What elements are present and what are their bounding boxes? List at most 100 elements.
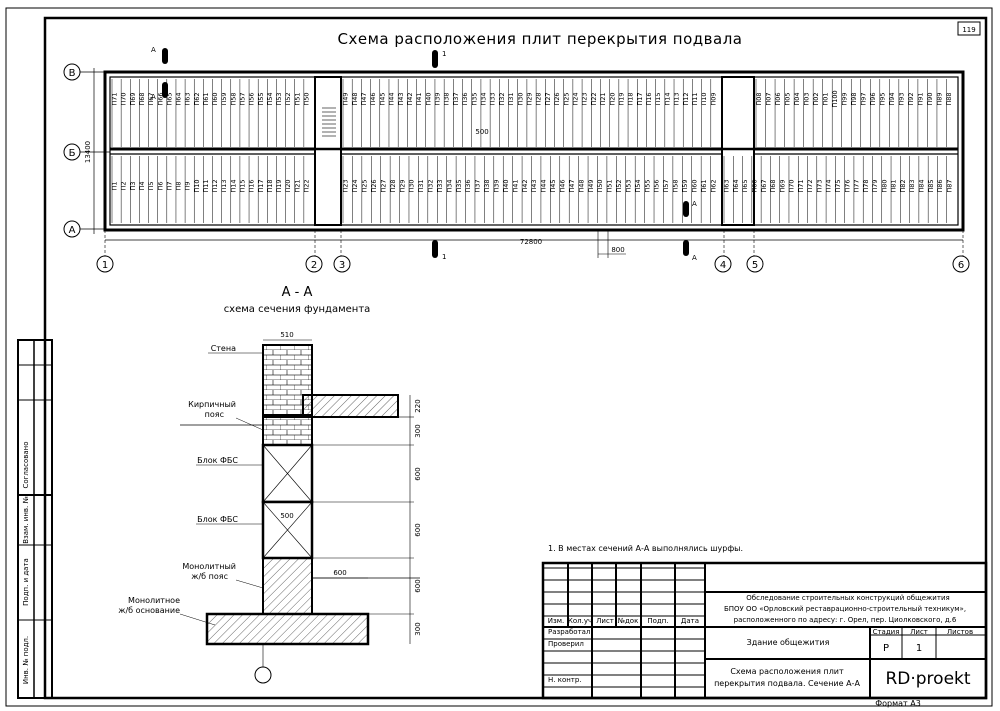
top-slab-label: П56	[248, 92, 256, 105]
bottom-slab-label: П12	[211, 179, 219, 192]
stamp-role-nkontr: Н. контр.	[548, 676, 582, 684]
top-slab-label: П02	[812, 92, 820, 105]
stamp-h-doc: №док	[618, 617, 639, 625]
bottom-slab-label: П37	[474, 179, 482, 192]
top-slab-label: П20	[608, 92, 616, 105]
top-slab-label: П44	[388, 92, 396, 105]
bottom-slab-label: П67	[760, 179, 768, 192]
top-slab-label: П31	[507, 92, 515, 105]
bottom-slab-label: П44	[540, 179, 548, 192]
top-slab-label: П69	[129, 92, 137, 105]
page-number-box	[957, 21, 981, 36]
cut-a-top: А	[151, 46, 156, 54]
bottom-slab-label: П74	[825, 179, 833, 192]
bottom-slab-label: П36	[464, 179, 472, 192]
top-slab-label: П58	[229, 92, 237, 105]
dim-510: 510	[280, 331, 293, 339]
top-slab-label: П98	[850, 92, 858, 105]
top-slab-label: П49	[342, 92, 350, 105]
label-mono-base-2: ж/б основание	[118, 606, 180, 615]
bottom-slab-label: П18	[266, 179, 274, 192]
top-slab-label: П39	[434, 92, 442, 105]
bottom-slab-label: П78	[862, 179, 870, 192]
bottom-slab-label: П43	[530, 179, 538, 192]
stamp-drawing-1: Схема расположения плит	[730, 667, 844, 676]
bottom-slab-label: П64	[732, 179, 740, 192]
top-slab-label: П70	[120, 92, 128, 105]
bottom-slab-label: П73	[815, 179, 823, 192]
bottom-slab-label: П25	[361, 179, 369, 192]
bottom-slab-label: П69	[778, 179, 786, 192]
top-slab-label: П10	[700, 92, 708, 105]
company-logo: RD·proekt	[885, 669, 970, 689]
top-slab-label: П67	[147, 92, 155, 105]
bottom-slab-label: П34	[445, 179, 453, 192]
bottom-slab-label: П61	[700, 179, 708, 192]
bottom-slab-label: П31	[417, 179, 425, 192]
top-slab-label: П33	[489, 92, 497, 105]
top-slab-label: П65	[165, 92, 173, 105]
stamp-drawing-2: перекрытия подвала. Сечение А-А	[714, 679, 860, 688]
bottom-slab-label: П27	[379, 179, 387, 192]
top-slab-label: П91	[917, 92, 925, 105]
column-axes: 72800 1 2 3 4 5 6 800 500	[96, 128, 970, 273]
top-slab-label: П54	[266, 92, 274, 105]
top-slab-label: П68	[138, 92, 146, 105]
cut-a-bottom: А	[692, 254, 697, 262]
bottom-slab-label: П9	[184, 181, 192, 190]
bottom-slab-label: П53	[624, 179, 632, 192]
cut-markers: 1 1 А А А А	[151, 46, 697, 262]
dim-600-2: 600	[414, 523, 422, 536]
top-slab-label: П34	[480, 92, 488, 105]
bottom-slab-label: П79	[871, 179, 879, 192]
bottom-slab-label: П11	[202, 179, 210, 192]
top-slab-label: П97	[860, 92, 868, 105]
top-slab-label: П06	[774, 92, 782, 105]
top-slab-label: П61	[202, 92, 210, 105]
top-slab-label: П13	[673, 92, 681, 105]
top-slab-label: П11	[691, 92, 699, 105]
section-subtitle: схема сечения фундамента	[224, 304, 371, 315]
bottom-slab-label: П10	[193, 179, 201, 192]
top-slab-label: П29	[526, 92, 534, 105]
stamp-role-check: Проверил	[548, 640, 584, 648]
bottom-slab-label: П4	[138, 181, 146, 190]
bottom-slab-label: П20	[284, 179, 292, 192]
bottom-slab-label: П3	[129, 181, 137, 190]
stamp-stage-h: Стадия	[873, 628, 900, 636]
dim-500: 500	[475, 128, 488, 136]
bottom-slab-label: П70	[788, 179, 796, 192]
top-slab-label: П46	[369, 92, 377, 105]
label-mono-belt-2: ж/б пояс	[191, 572, 228, 581]
bottom-slab-label: П42	[521, 179, 529, 192]
bottom-slab-label: П45	[549, 179, 557, 192]
stamp-h-podp: Подп.	[647, 617, 668, 625]
page-number: 119	[962, 26, 975, 34]
bottom-slab-label: П16	[248, 179, 256, 192]
bottom-slab-label: П75	[834, 179, 842, 192]
top-slab-label: П99	[840, 92, 848, 105]
top-slab-label: П63	[184, 92, 192, 105]
top-slab-label: П45	[378, 92, 386, 105]
bottom-slab-label: П82	[899, 179, 907, 192]
drawing-frame	[43, 16, 988, 700]
dim-600-step: 600	[333, 569, 346, 577]
stamp-project-2: БПОУ ОО «Орловский реставрационно-строит…	[724, 605, 966, 613]
cut-1-top: 1	[442, 50, 446, 58]
top-slab-label: П07	[764, 92, 772, 105]
top-slab-label: П57	[238, 92, 246, 105]
bottom-slab-label: П28	[389, 179, 397, 192]
axis-1: 1	[102, 260, 108, 271]
top-slab-label: П53	[275, 92, 283, 105]
bottom-slab-label: П8	[175, 181, 183, 190]
top-slab-label: П26	[553, 92, 561, 105]
top-slab-label: П28	[535, 92, 543, 105]
bottom-slab-label: П59	[681, 179, 689, 192]
plan-width-dim: 72800	[520, 238, 542, 246]
bottom-slab-label: П65	[741, 179, 749, 192]
top-slab-label: П51	[293, 92, 301, 105]
bottom-slab-label: П33	[436, 179, 444, 192]
top-slab-label: П90	[926, 92, 934, 105]
top-slab-label: П27	[544, 92, 552, 105]
